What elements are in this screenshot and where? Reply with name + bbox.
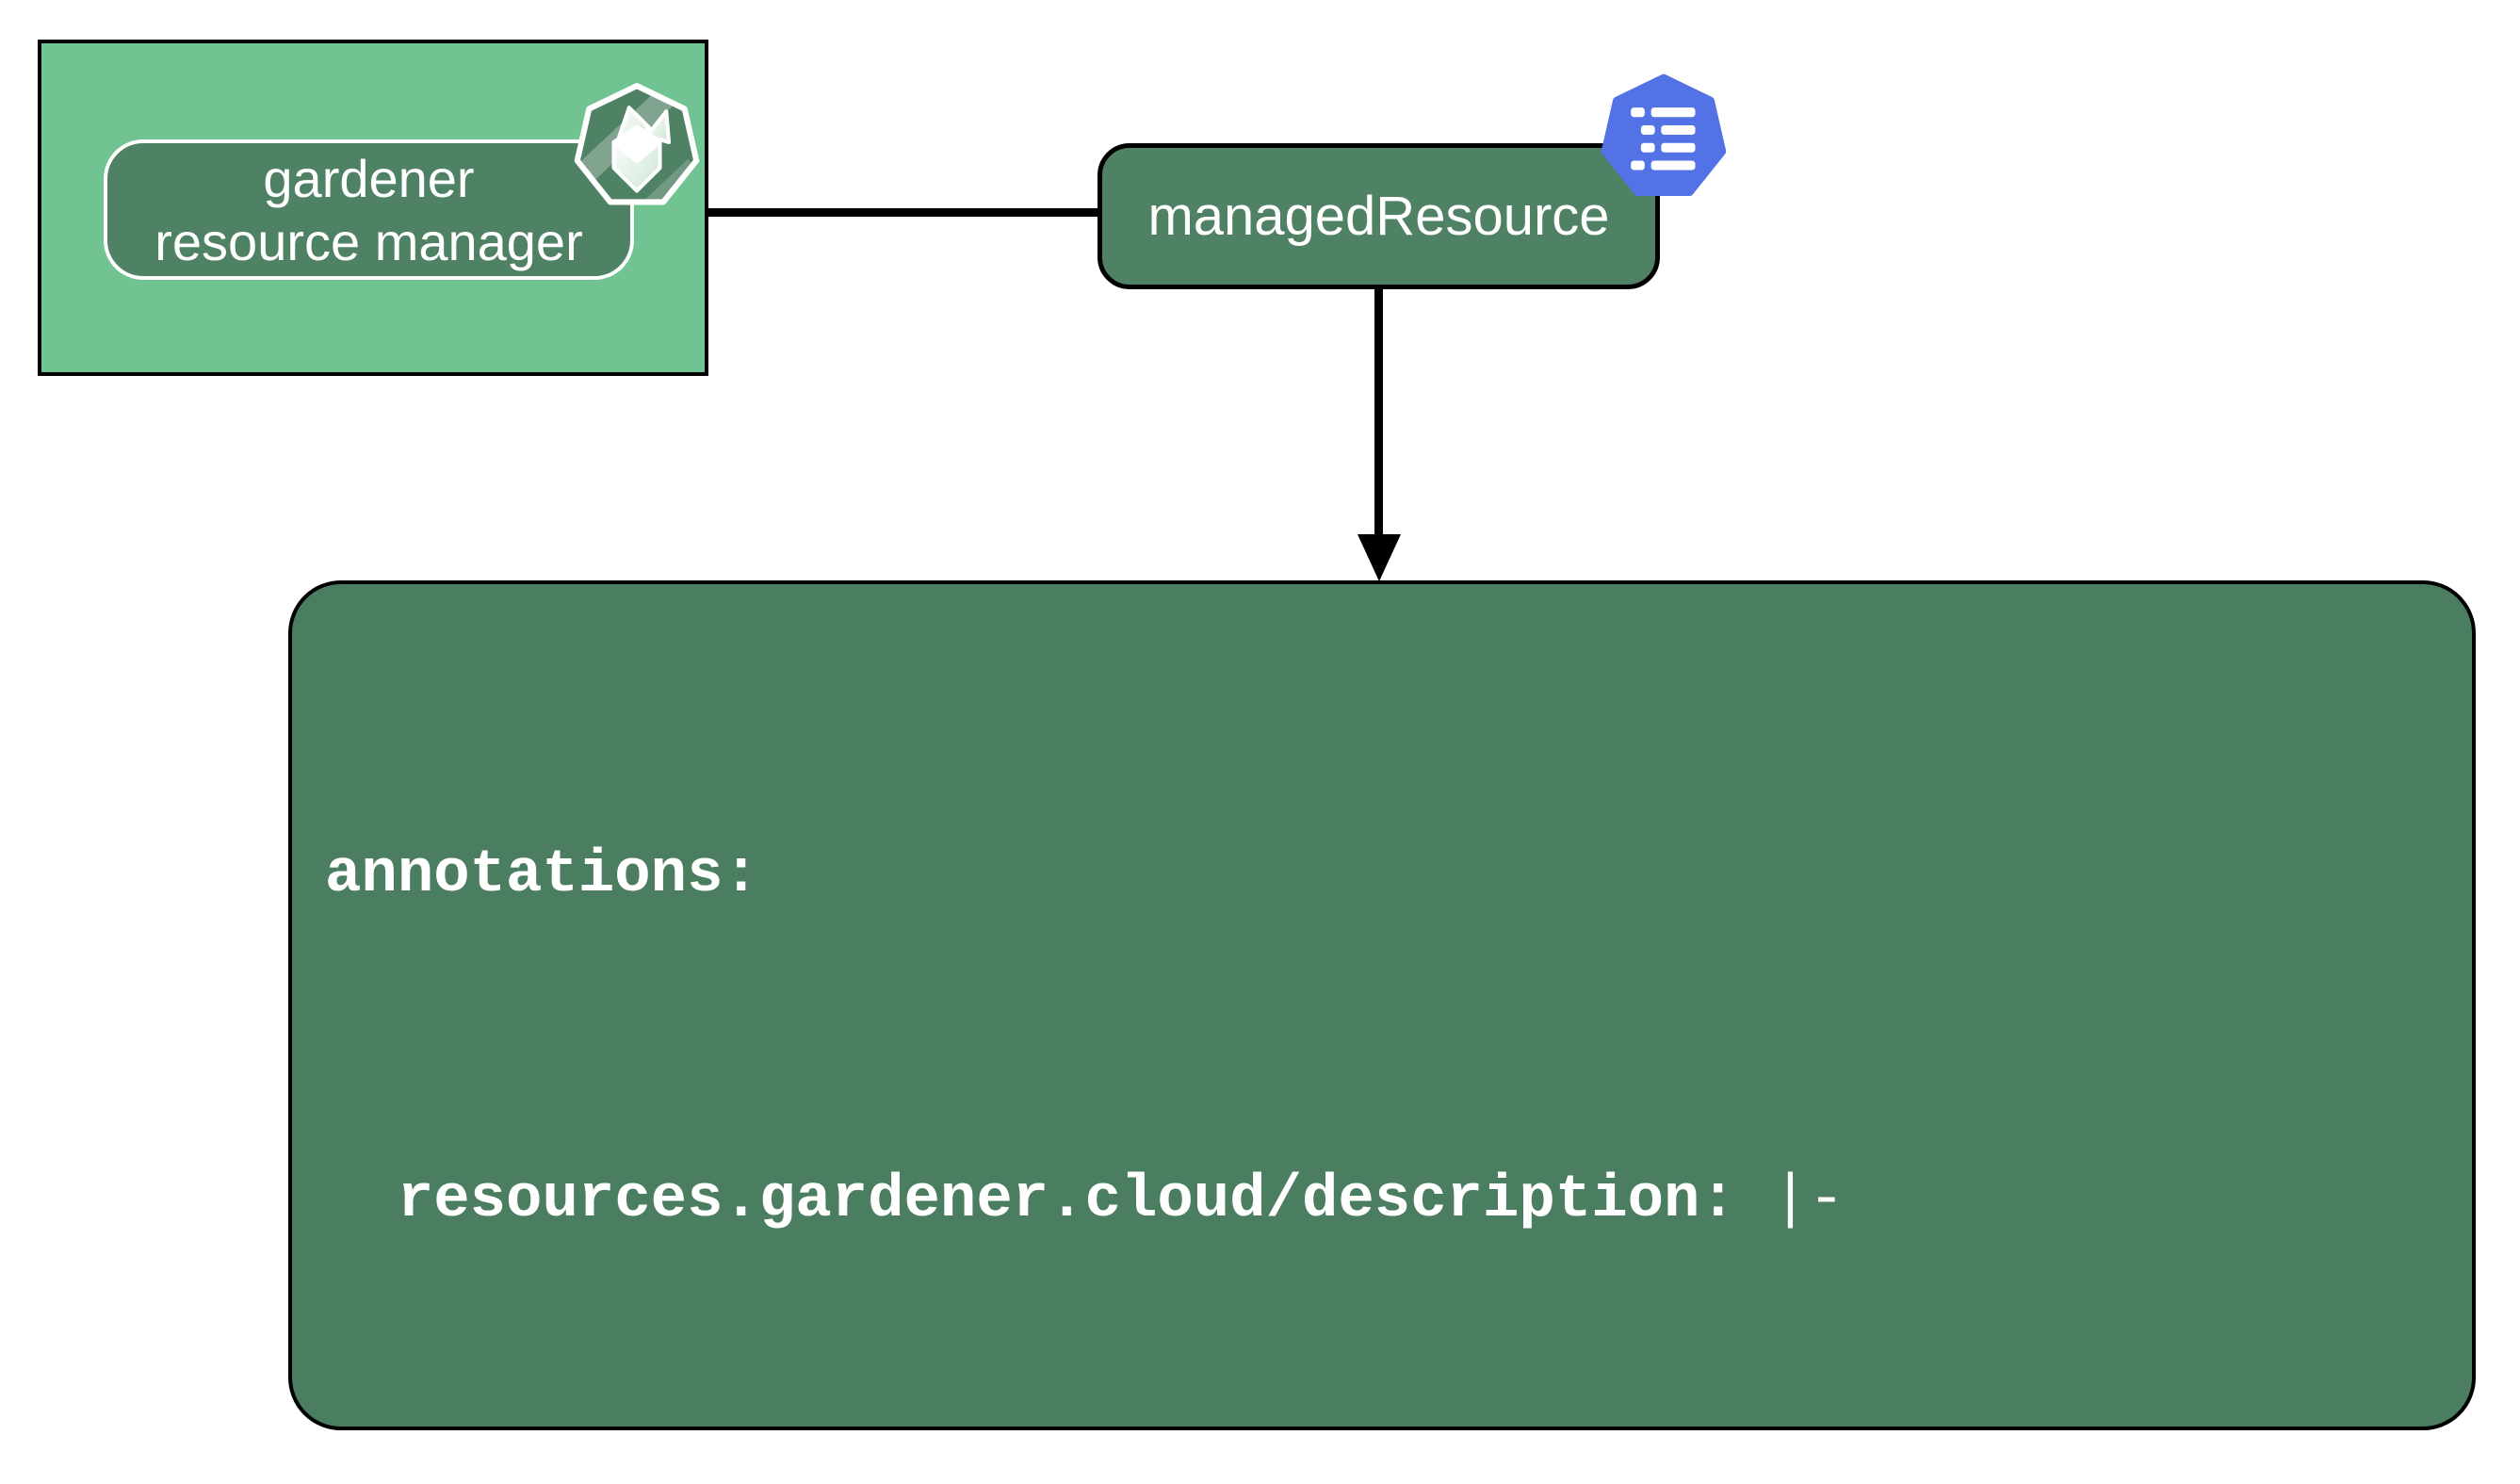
grm-label-line2: resource manager [154, 211, 583, 271]
yaml-line-body-1: DO NOT EDIT - This resource is managed b… [325, 1472, 2279, 1484]
connector-vertical-line [1374, 287, 1383, 538]
yaml-annotation-panel [288, 580, 2476, 1430]
managed-resource-node: managedResource [1097, 143, 1660, 289]
gardener-logo-icon [574, 83, 700, 205]
managed-resource-label: managedResource [1147, 186, 1610, 247]
gardener-resource-manager-node: gardener resource manager [104, 139, 634, 280]
connector-horizontal-line [708, 208, 1099, 217]
arrowhead-down-icon [1358, 534, 1401, 581]
yaml-code-block: annotations: resources.gardener.cloud/de… [325, 605, 2279, 1484]
resource-list-icon [1601, 73, 1727, 196]
yaml-line-description-key: resources.gardener.cloud/description: |- [325, 1166, 1845, 1234]
grm-label-line1: gardener [263, 148, 475, 208]
yaml-line-annotations: annotations: [325, 841, 759, 909]
